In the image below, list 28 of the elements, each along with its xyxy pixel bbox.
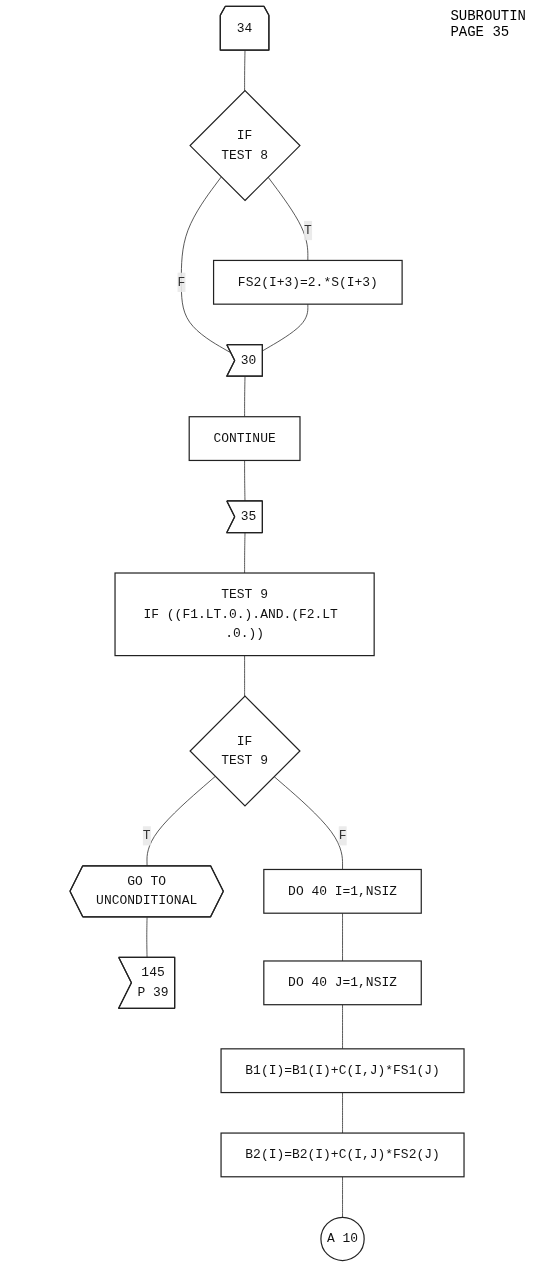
page-note: PAGE 35: [450, 24, 511, 40]
connector: [342, 1004, 343, 1050]
edge-label: F: [338, 828, 347, 844]
connector: [267, 176, 309, 261]
node-diamond: IF TEST 8: [189, 89, 301, 202]
node-box: TEST 9 IF ((F1.LT.0.).AND.(F2.LT .0.)): [114, 572, 375, 657]
connector: [244, 532, 246, 574]
connector: [342, 912, 343, 962]
connector: [146, 776, 216, 867]
node-box: B2(I)=B2(I)+C(I,J)*FS2(J): [220, 1132, 465, 1178]
connector: [342, 1176, 343, 1218]
edge-label: T: [142, 828, 151, 844]
node-box: CONTINUE: [188, 416, 301, 462]
node-diamond: IF TEST 9: [189, 695, 301, 807]
node-box: B1(I)=B1(I)+C(I,J)*FS1(J): [220, 1048, 465, 1094]
node-circle: A 10: [320, 1216, 365, 1262]
edge-label: F: [177, 275, 186, 290]
page-note: SUBROUTIN: [450, 8, 526, 24]
node-box: FS2(I+3)=2.*S(I+3): [212, 259, 403, 305]
connector: [244, 655, 245, 697]
node-box: DO 40 J=1,NSIZ: [263, 960, 422, 1006]
connector: [244, 50, 246, 92]
edge-label: T: [303, 223, 312, 238]
connector: [342, 1092, 343, 1134]
connector: [273, 776, 343, 870]
node-box: DO 40 I=1,NSIZ: [263, 868, 422, 914]
connector: [244, 376, 246, 418]
connector: [262, 303, 309, 352]
